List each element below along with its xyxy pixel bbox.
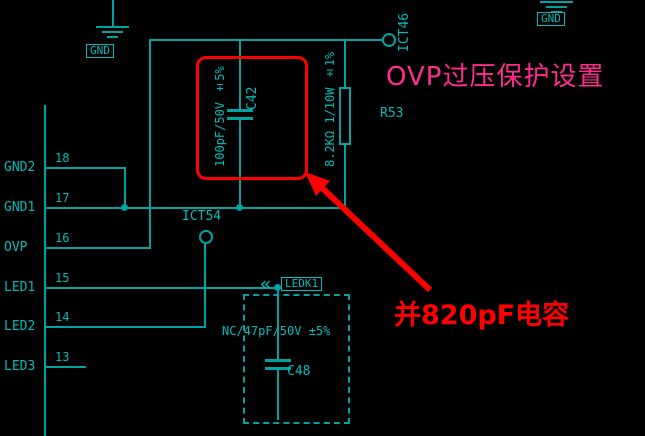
r53-refdes[interactable]: R53 (380, 106, 404, 121)
wire-led1[interactable] (86, 287, 278, 289)
gnd-left-bar2 (102, 31, 123, 33)
highlight-box-c42 (196, 56, 308, 180)
pin-led3-stub[interactable] (46, 366, 86, 368)
c48-plate-bottom[interactable] (265, 367, 291, 370)
ict46-port-circle[interactable] (382, 33, 396, 47)
wire-led2[interactable] (86, 326, 205, 328)
r53-value[interactable]: 8.2KΩ 1/10W ±1% (323, 51, 337, 167)
c48-dnp-box[interactable] (243, 294, 350, 424)
wire-ovp-riser[interactable] (149, 39, 151, 249)
gnd-left-bar3 (107, 36, 118, 38)
gnd-left-stem[interactable] (112, 0, 114, 27)
pin-gnd2-stub[interactable] (46, 167, 86, 169)
pin-number-18: 18 (55, 151, 70, 165)
wire-ict54-drop[interactable] (204, 244, 206, 328)
ledk1-label[interactable]: LEDK1 (281, 277, 323, 292)
pin-number-14: 14 (55, 310, 70, 324)
wire-ovp-horizontal[interactable] (86, 247, 151, 249)
c48-refdes[interactable]: C48 (287, 364, 311, 379)
pin-led1-stub[interactable] (46, 287, 86, 289)
wire-gnd2-horizontal[interactable] (86, 167, 126, 169)
gnd-left-label[interactable]: GND (86, 44, 114, 59)
pin-number-17: 17 (55, 191, 70, 205)
pin-name-led2: LED2 (4, 319, 36, 334)
gnd-right-label[interactable]: GND (537, 12, 565, 27)
pin-gnd1-stub[interactable] (46, 207, 86, 209)
r53-lead-bottom[interactable] (344, 143, 346, 208)
ict54-port-circle[interactable] (199, 230, 213, 244)
gnd-right-bar2 (546, 6, 567, 8)
c48-lead-top[interactable] (277, 289, 279, 360)
pin-number-16: 16 (55, 231, 70, 245)
pin-name-led3: LED3 (4, 359, 36, 374)
c42-plate-top[interactable] (227, 109, 253, 112)
junction-dot (121, 204, 128, 211)
ict54-label[interactable]: ICT54 (182, 209, 222, 224)
pin-name-ovp: OVP (4, 240, 28, 255)
annotation-note: 并820pF电容 (394, 300, 570, 331)
pin-number-15: 15 (55, 271, 70, 285)
c42-plate-bottom[interactable] (227, 117, 253, 120)
wire-top-net[interactable] (149, 39, 382, 41)
c42-lead-top[interactable] (239, 40, 241, 110)
c48-lead-bottom[interactable] (277, 370, 279, 420)
ic-body-edge[interactable] (44, 105, 46, 436)
pin-ovp-stub[interactable] (46, 247, 86, 249)
pin-led2-stub[interactable] (46, 326, 86, 328)
pin-name-led1: LED1 (4, 280, 36, 295)
c42-lead-bottom[interactable] (239, 120, 241, 208)
r53-lead-top[interactable] (344, 40, 346, 88)
ict46-label[interactable]: ICT46 (397, 12, 412, 52)
pin-name-gnd1: GND1 (4, 200, 36, 215)
c48-plate-top[interactable] (265, 359, 291, 362)
wire-gnd1-bus[interactable] (86, 207, 346, 209)
gnd-left-bar1 (96, 26, 129, 28)
gnd-right-bar1 (540, 1, 573, 3)
pin-number-13: 13 (55, 350, 70, 364)
r53-body[interactable] (339, 87, 351, 145)
wire-gnd2-drop[interactable] (124, 167, 126, 209)
c48-value[interactable]: NC/47pF/50V ±5% (222, 324, 331, 338)
annotation-title: OVP过压保护设置 (386, 62, 605, 92)
junction-dot (274, 284, 281, 291)
ledk1-chevron-icon: « (260, 273, 272, 295)
pin-name-gnd2: GND2 (4, 160, 36, 175)
